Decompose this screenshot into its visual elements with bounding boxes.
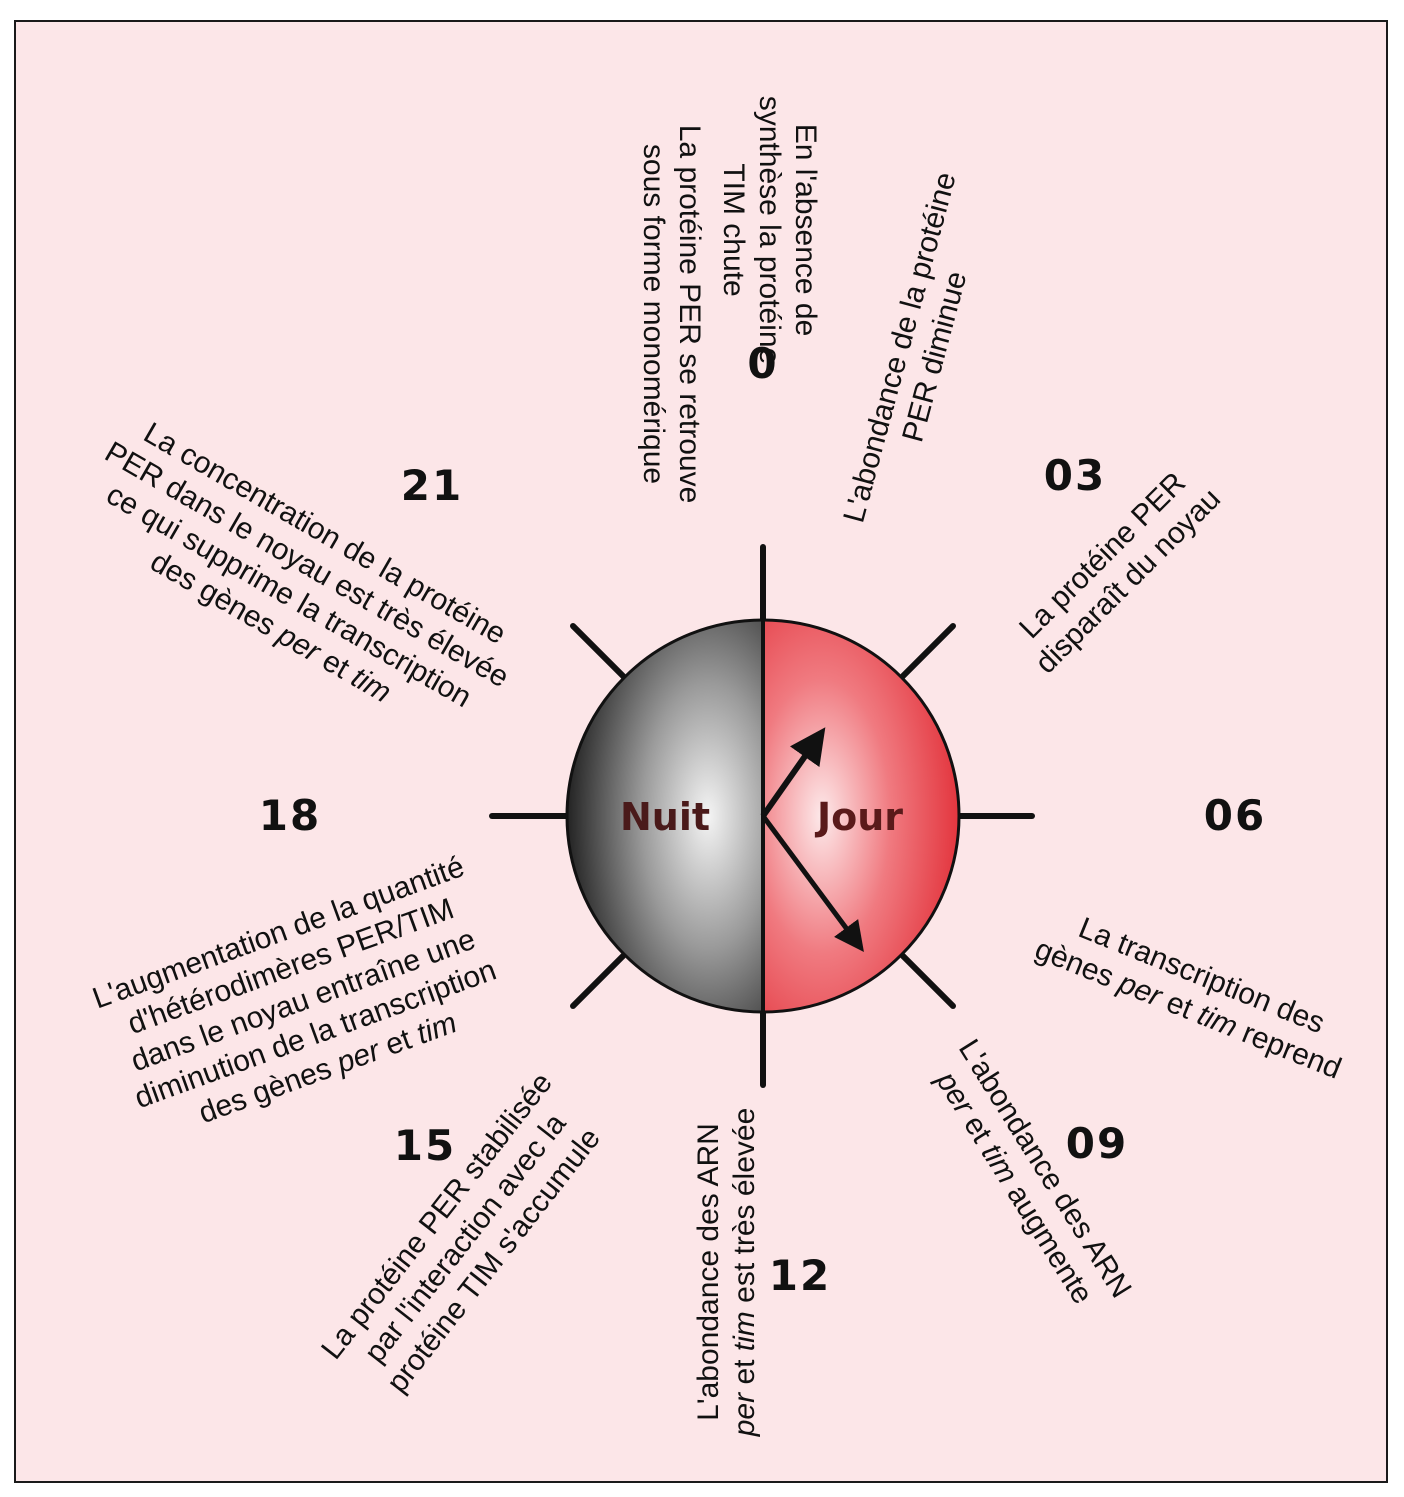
description-line: per et tim est très élevée (728, 1108, 761, 1438)
hour-label-03: 03 (1044, 451, 1106, 500)
hour-label-06: 06 (1204, 791, 1266, 840)
description-line: La protéine PER se retrouve (673, 125, 706, 504)
description-line: TIM chute (717, 163, 750, 296)
description-line: L'abondance des ARN (692, 1123, 725, 1421)
hour-label-12: 12 (769, 1251, 831, 1300)
description-line: par l'interaction avec la (358, 1107, 573, 1369)
clock-face: Nuit Jour (565, 618, 961, 1014)
hour-label-09: 09 (1066, 1119, 1128, 1168)
tick-03 (900, 623, 956, 679)
hour-label-15: 15 (394, 1121, 456, 1170)
tick-09 (900, 953, 956, 1009)
description-heterodimers: L'augmentation de la quantitéd'hétérodim… (88, 850, 500, 1130)
hour-label-0: 0 (747, 339, 778, 388)
day-label: Jour (814, 795, 903, 839)
day-half (763, 620, 959, 1012)
tick-15 (570, 953, 626, 1009)
tick-21 (570, 623, 626, 679)
hour-hand (760, 727, 826, 818)
hour-label-21: 21 (401, 461, 463, 510)
description-line: sous forme monomérique (637, 144, 670, 484)
hour-label-18: 18 (259, 791, 321, 840)
hour-labels: 0 03 06 09 12 15 18 21 (259, 339, 1266, 1300)
night-label: Nuit (620, 795, 710, 839)
description-line: En l'absence de (789, 124, 822, 337)
minute-hand (760, 814, 864, 953)
clock-ticks (489, 544, 1035, 1088)
description-line: synthèse la protéine (753, 96, 786, 365)
night-half (567, 620, 763, 1012)
